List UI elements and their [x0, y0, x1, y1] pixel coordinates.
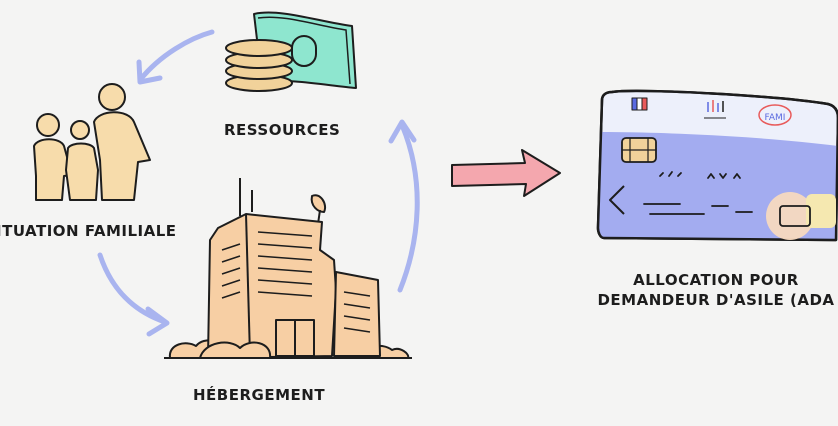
label-hebergement: HÉBERGEMENT [193, 386, 326, 404]
card-logo-text: FAMI [765, 113, 786, 123]
label-ressources: RESSOURCES [224, 121, 341, 139]
building-icon [164, 178, 412, 359]
label-ada-line-1: ALLOCATION POUR [633, 271, 799, 289]
label-situation-familiale: ITUATION FAMILIALE [0, 222, 177, 240]
arrow-situation-to-hebergement [97, 252, 170, 337]
money-coins-icon [225, 11, 357, 92]
arrow-ressources-to-situation [136, 29, 215, 85]
label-ada-line-2: DEMANDEUR D'ASILE (ADA [597, 291, 835, 309]
main-arrow-icon [451, 149, 561, 197]
card-logo-flag [631, 97, 648, 111]
ada-card-icon: FAMI [596, 89, 838, 242]
arrow-hebergement-to-ressources [388, 119, 420, 293]
family-icon [33, 83, 151, 201]
label-allocation-ada: ALLOCATION POUR DEMANDEUR D'ASILE (ADA [578, 270, 838, 310]
card-logo-bars [704, 100, 726, 119]
